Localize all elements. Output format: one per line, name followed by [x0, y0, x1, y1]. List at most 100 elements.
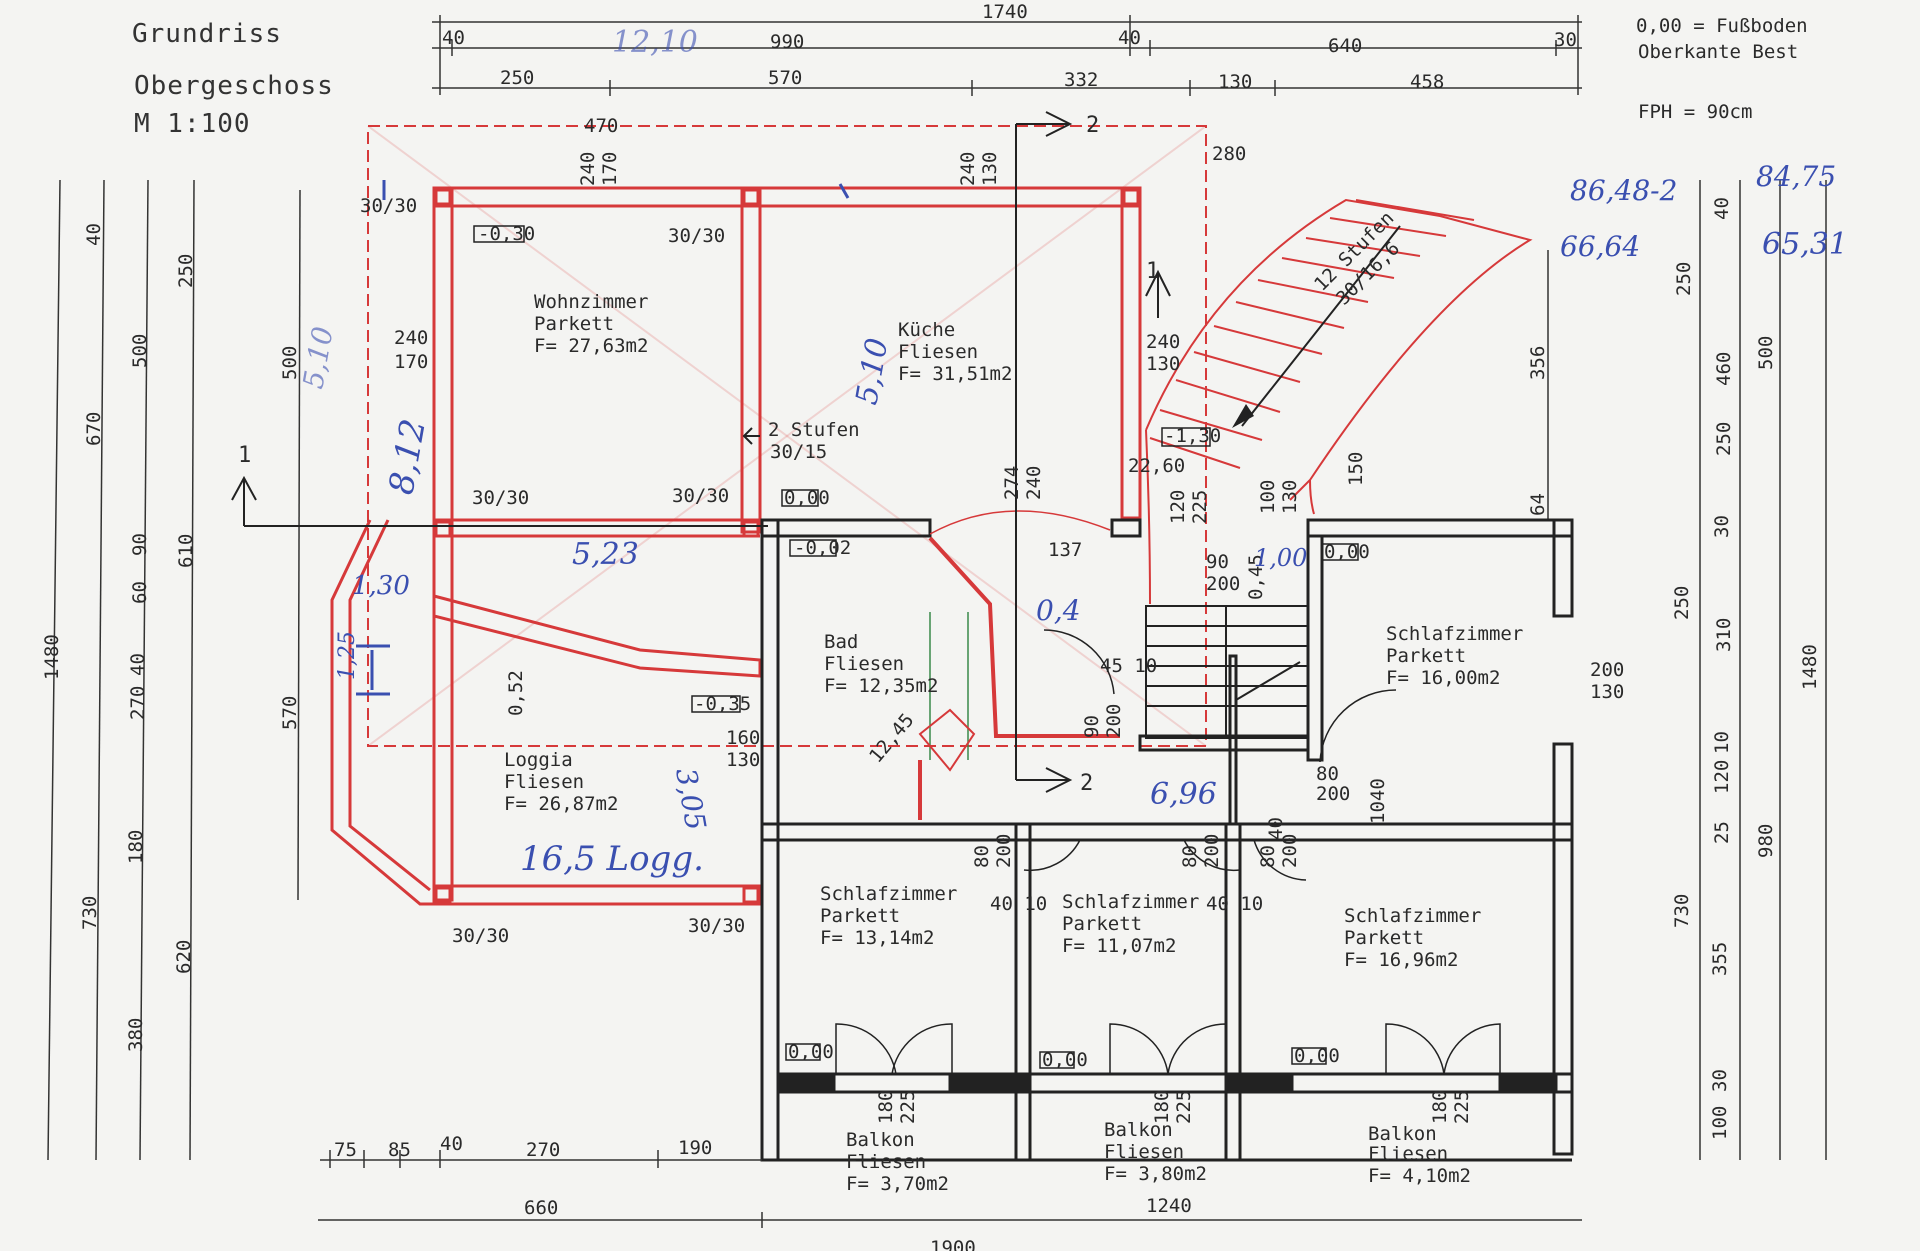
- dim-80-a: 80: [971, 845, 993, 868]
- dim-40-10-a: 40 10: [990, 893, 1047, 915]
- dim-right-c3-c: 250: [1713, 422, 1735, 456]
- dim-240-c: 240: [394, 327, 428, 349]
- hand-wall-marks: [356, 180, 850, 696]
- dim-120: 120: [1167, 490, 1189, 524]
- dim-80-b: 80: [1179, 845, 1201, 868]
- dim-top-r2-e: 458: [1410, 71, 1444, 93]
- room-balkon-2: Balkon Fliesen F= 3,80m2: [1104, 1119, 1207, 1185]
- dim-280: 280: [1212, 143, 1246, 165]
- room-bad: Bad Fliesen F= 12,35m2: [824, 631, 938, 697]
- level-balkon-2: 0,00: [1042, 1049, 1088, 1071]
- dim-left-c1-b: 670: [83, 412, 105, 446]
- legend-fph: FPH = 90cm: [1638, 101, 1752, 123]
- room-kueche: Küche Fliesen F= 31,51m2: [898, 319, 1012, 385]
- col-label-6: 30/30: [688, 915, 745, 937]
- dim-top-r1-b: 990: [770, 31, 804, 53]
- dim-90: 90: [1206, 551, 1229, 573]
- room-area: F= 27,63m2: [534, 335, 648, 357]
- dim-130-window: 130: [1590, 681, 1624, 703]
- dim-225-a: 225: [897, 1090, 919, 1124]
- stufen-dim: 30/15: [770, 441, 827, 463]
- dim-bottom-r1-e: 190: [678, 1137, 712, 1159]
- dim-1245: 12,45: [865, 709, 919, 767]
- room-name: Balkon: [1368, 1123, 1437, 1145]
- section-1-label-right: 1: [1146, 259, 1159, 284]
- dim-40-10-b: 40 10: [1206, 893, 1263, 915]
- dim-130-d: 130: [726, 749, 760, 771]
- dim-right-c2-a: 250: [1673, 262, 1695, 296]
- hand-3-05: 3,05: [669, 765, 712, 832]
- plan-subtitle: Obergeschoss: [134, 71, 334, 101]
- dim-045: 0,45: [1245, 554, 1267, 600]
- hand-1-30: 1,30: [352, 571, 410, 601]
- room-schlafzimmer-1: Schlafzimmer Parkett F= 16,00m2: [1386, 623, 1523, 689]
- room-balkon-1: Balkon Fliesen F= 3,70m2: [846, 1129, 949, 1195]
- plan-scale: M 1:100: [134, 109, 251, 139]
- room-name: Schlafzimmer: [1386, 623, 1523, 645]
- bath-partition: [918, 536, 1120, 820]
- room-name: Küche: [898, 319, 955, 341]
- dim-bottom-total: 1900: [930, 1237, 976, 1251]
- dim-bottom-r2-b: 1240: [1146, 1195, 1192, 1217]
- dim-top-r1-c: 40: [1118, 27, 1141, 49]
- dim-2260: 22,60: [1128, 455, 1185, 477]
- room-name: Bad: [824, 631, 858, 653]
- room-area: F= 16,96m2: [1344, 949, 1458, 971]
- dim-right-c3-i: 355: [1709, 942, 1731, 976]
- planned-extension-outline: [367, 125, 1207, 747]
- dim-200-b: 200: [1103, 704, 1125, 738]
- room-name: Loggia: [504, 749, 573, 771]
- dim-bottom-r1-d: 270: [526, 1139, 560, 1161]
- dim-130-c: 130: [1279, 480, 1301, 514]
- hand-84-75: 84,75: [1756, 160, 1836, 193]
- room-floor: Parkett: [820, 905, 900, 927]
- curved-staircase: [1145, 198, 1533, 605]
- dim-240-e: 240: [1023, 466, 1045, 500]
- stufen-arrow-icon: [742, 427, 760, 445]
- room-area: F= 3,70m2: [846, 1173, 949, 1195]
- bath-partition-inner: [929, 612, 969, 760]
- hand-86-48: 86,48-2: [1570, 174, 1677, 207]
- dim-240-d: 240: [1146, 331, 1180, 353]
- dim-80: 80: [1316, 763, 1339, 785]
- hand-12-10: 12,10: [612, 25, 698, 60]
- hand-5-10-kitchen: 5,10: [849, 336, 895, 408]
- dim-274: 274: [1001, 466, 1023, 500]
- room-floor: Parkett: [534, 313, 614, 335]
- stufen-label: 2 Stufen: [768, 419, 860, 441]
- dim-bottom-r1-a: 75: [334, 1139, 357, 1161]
- room-name: Balkon: [1104, 1119, 1173, 1141]
- level-stair: -1,30: [1164, 425, 1221, 447]
- level-markers: [473, 225, 1359, 1069]
- dim-80-c: 80: [1257, 845, 1279, 868]
- dim-bottom-r1-c: 40: [440, 1133, 463, 1155]
- dim-180-c: 180: [1429, 1090, 1451, 1124]
- dim-top-r2-d: 130: [1218, 71, 1252, 93]
- room-schlafzimmer-4: Schlafzimmer Parkett F= 16,96m2: [1344, 905, 1481, 971]
- section-2-label-bottom: 2: [1080, 771, 1093, 796]
- dim-left-c3-c: 620: [173, 940, 195, 974]
- dim-top-total: 1740: [982, 1, 1028, 23]
- level-balkon-1: 0,00: [788, 1041, 834, 1063]
- dim-left-c1-a: 40: [83, 223, 105, 246]
- dim-left-c2-b: 90: [129, 533, 151, 556]
- room-floor: Parkett: [1344, 927, 1424, 949]
- dim-left-c2-a: 500: [129, 334, 151, 368]
- legend-line-2: Oberkante Best: [1638, 41, 1798, 63]
- dim-right-c3-k: 100: [1709, 1106, 1731, 1140]
- room-wohnzimmer: Wohnzimmer Parkett F= 27,63m2: [534, 291, 648, 357]
- dim-240-a: 240: [577, 152, 599, 186]
- level-bad: -0,02: [794, 537, 851, 559]
- hand-16-5-logg: 16,5 Logg.: [520, 839, 704, 879]
- dim-left-c2-e: 270: [127, 686, 149, 720]
- level-wohn: -0,30: [478, 223, 535, 245]
- section-2-label-top: 2: [1086, 113, 1099, 138]
- dim-left-total: 1480: [41, 634, 63, 680]
- dim-bottom-r2-a: 660: [524, 1197, 558, 1219]
- hand-1-25: 1,25: [335, 631, 360, 680]
- room-schlafzimmer-3: Schlafzimmer Parkett F= 11,07m2: [1062, 891, 1199, 957]
- stair-arrow-icon: [1232, 404, 1254, 428]
- col-label-1: 30/30: [360, 195, 417, 217]
- hand-8-12: 8,12: [381, 416, 434, 497]
